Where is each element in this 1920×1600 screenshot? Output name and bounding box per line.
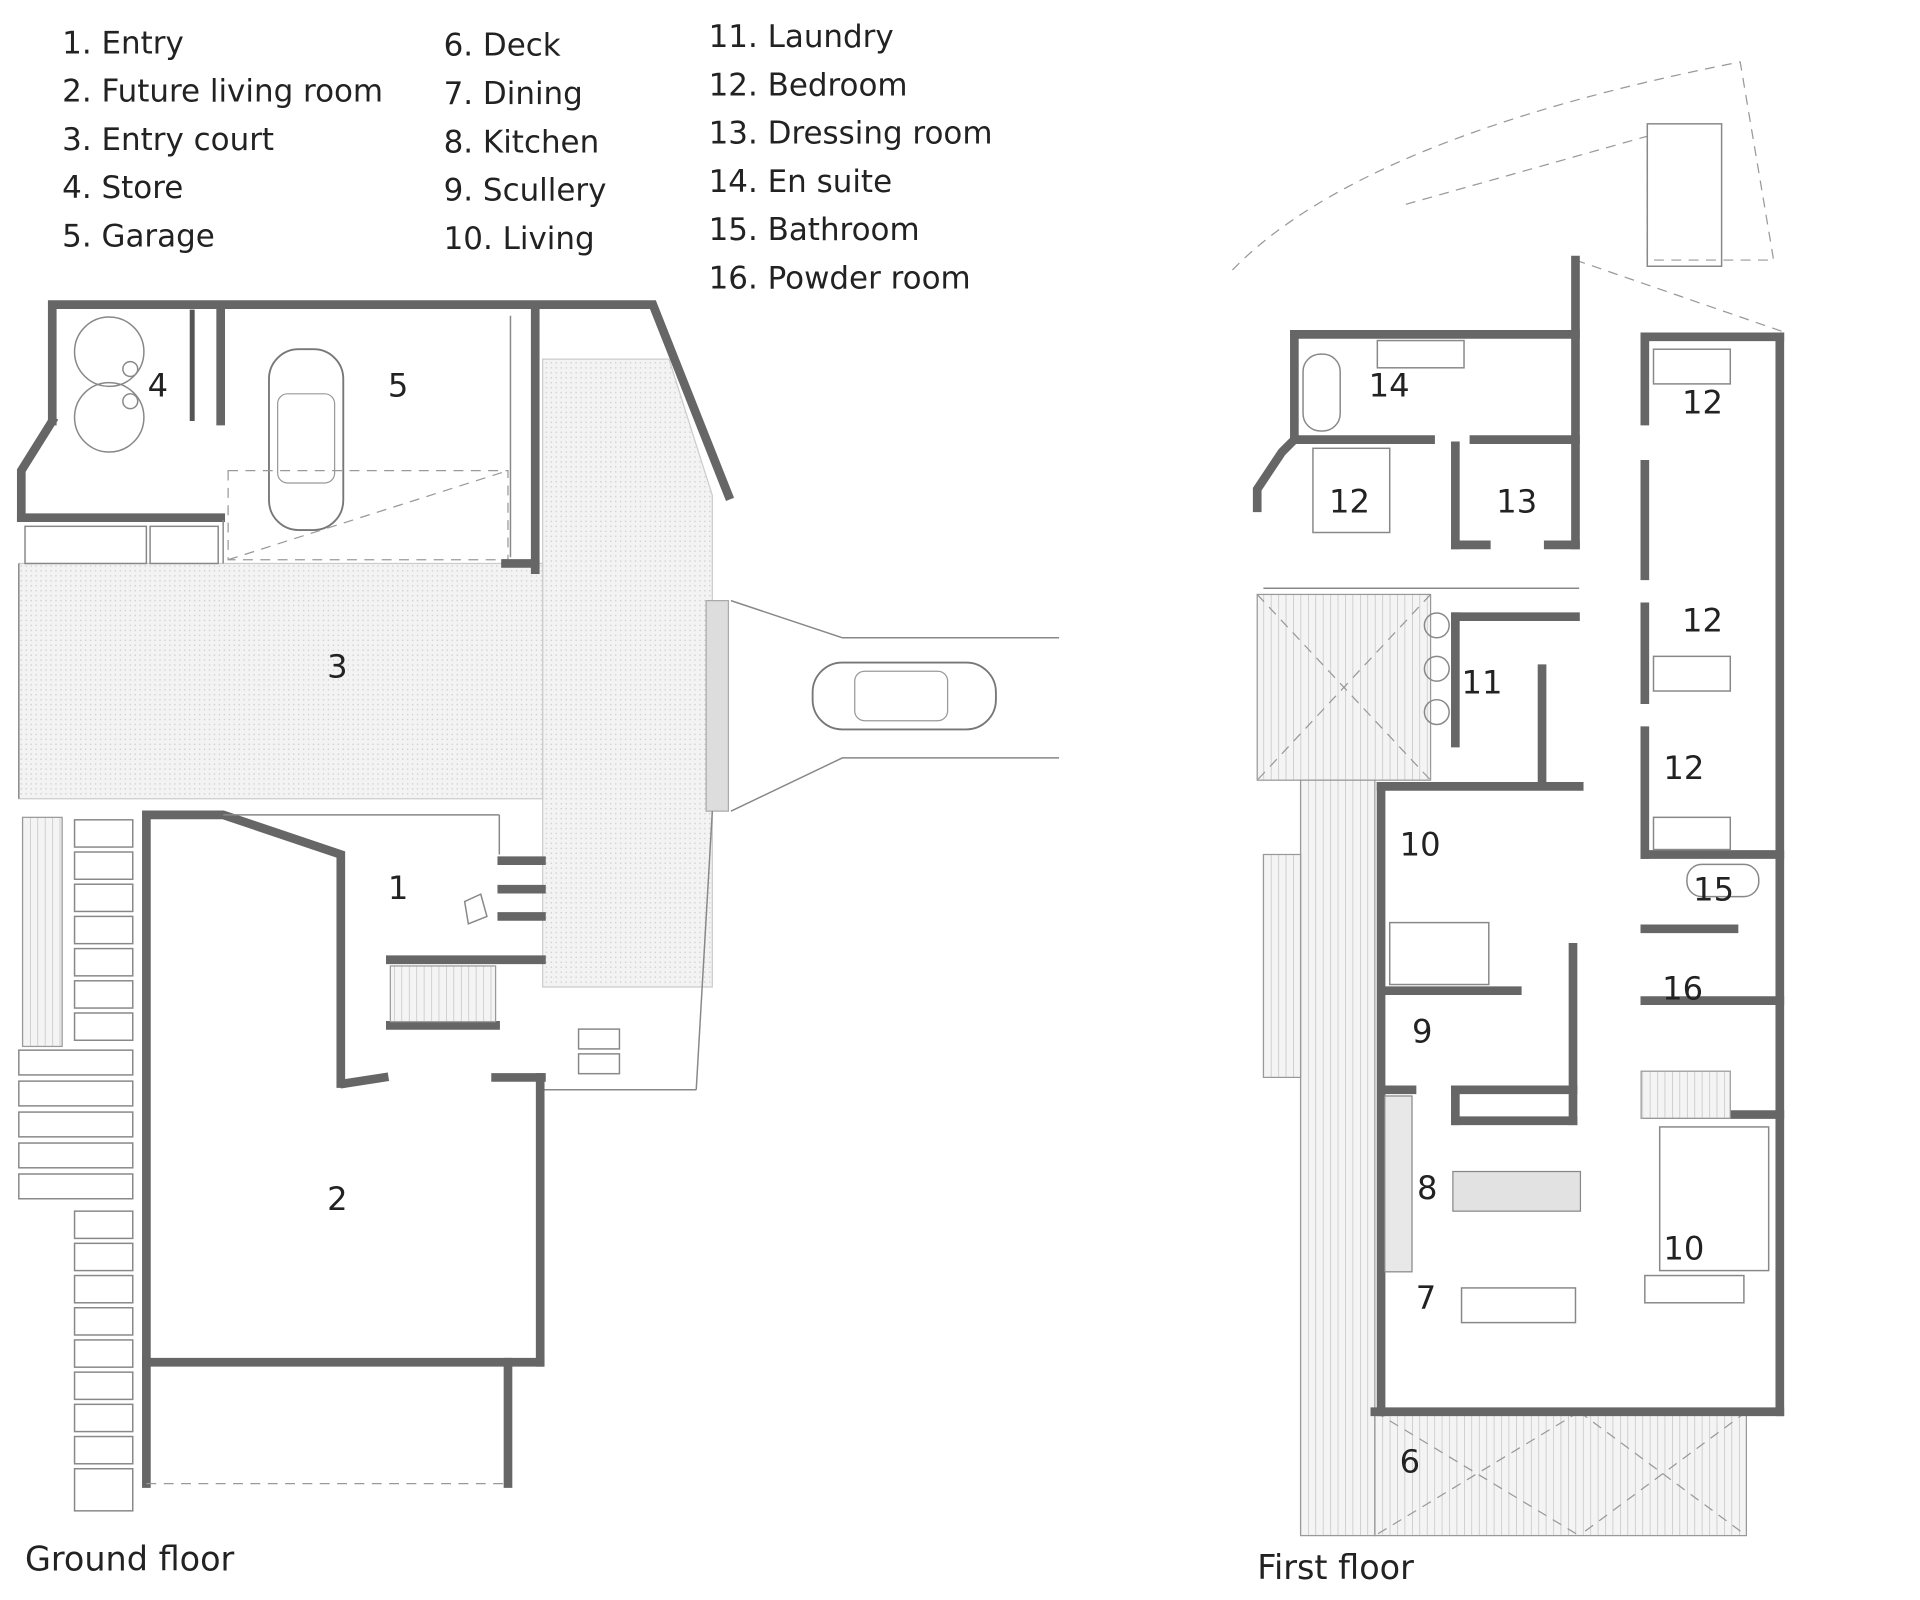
room-label-entry-court: 3 — [327, 647, 347, 685]
first-floor-caption: First floor — [1257, 1548, 1414, 1587]
fixtures — [1302, 339, 1770, 1324]
car-icon — [811, 661, 997, 731]
kitchen-bench — [1384, 1095, 1413, 1273]
room-label-dressing-room: 13 — [1496, 483, 1537, 521]
vanity — [1376, 339, 1465, 369]
room-label-living: 10 — [1400, 826, 1441, 864]
legend-item: 10. Living — [444, 221, 595, 257]
room-label-future-living: 2 — [327, 1180, 347, 1218]
bed-icon — [1312, 447, 1391, 534]
legend-item: 16. Powder room — [709, 261, 971, 297]
room-label-dining: 7 — [1416, 1279, 1436, 1317]
internal-stair — [1640, 1070, 1731, 1119]
room-label-bedroom: 12 — [1663, 749, 1704, 787]
bathtub-icon — [1302, 353, 1341, 432]
deck-boards — [1374, 1411, 1747, 1537]
legend-item: 11. Laundry — [709, 19, 894, 55]
legend-item: 8. Kitchen — [444, 124, 600, 160]
legend-item: 6. Deck — [444, 28, 561, 64]
bed-icon — [1652, 816, 1732, 851]
room-label-entry: 1 — [388, 869, 408, 907]
room-label-main-bedroom: 12 — [1329, 483, 1370, 521]
room-label-deck: 6 — [1400, 1442, 1420, 1480]
bathtub-icon — [1686, 863, 1760, 898]
water-tanks — [73, 316, 145, 453]
dining-table-icon — [1460, 1287, 1577, 1324]
legend-column-3: 11. Laundry 12. Bedroom 13. Dressing roo… — [709, 19, 993, 296]
legend-item: 3. Entry court — [62, 122, 274, 158]
bed-icon — [1652, 655, 1732, 692]
legend: 1. Entry 2. Future living room 3. Entry … — [62, 19, 992, 296]
legend-column-2: 6. Deck 7. Dining 8. Kitchen 9. Scullery… — [444, 28, 607, 257]
driveway — [542, 358, 713, 988]
room-label-scullery: 9 — [1412, 1013, 1432, 1051]
ground-floor-room-labels: 1 2 3 4 5 — [148, 366, 409, 1218]
room-label-living: 10 — [1663, 1229, 1704, 1267]
room-label-en-suite: 14 — [1369, 366, 1410, 404]
coffee-table — [1644, 1274, 1745, 1304]
room-label-kitchen: 8 — [1417, 1169, 1437, 1207]
street — [542, 599, 1060, 1091]
legend-item: 1. Entry — [62, 25, 184, 61]
sofa-icon — [1658, 1126, 1770, 1272]
storage-cupboard — [24, 525, 148, 565]
legend-item: 14. En suite — [709, 164, 893, 200]
room-label-store: 4 — [148, 366, 168, 404]
room-label-garage: 5 — [388, 366, 408, 404]
room-label-powder-room: 16 — [1662, 969, 1703, 1007]
legend-item: 15. Bathroom — [709, 212, 920, 248]
sofa-icon — [1388, 921, 1490, 986]
bed-icon — [1652, 348, 1732, 385]
legend-item: 5. Garage — [62, 218, 215, 254]
first-floor-plan: 14 12 13 12 12 12 11 10 15 16 9 8 7 10 6… — [1232, 61, 1785, 1587]
gate — [705, 600, 730, 812]
legend-item: 13. Dressing room — [709, 116, 993, 152]
entry-stair — [389, 965, 497, 1023]
car-icon — [268, 348, 345, 531]
legend-item: 2. Future living room — [62, 74, 383, 110]
room-label-bedroom: 12 — [1682, 602, 1723, 640]
entry-court-paving — [18, 562, 544, 800]
ground-floor-walls — [16, 300, 735, 1488]
side-stair — [1262, 853, 1302, 1079]
room-label-bedroom: 12 — [1682, 384, 1723, 422]
sculpture-icon — [463, 893, 488, 925]
ground-floor-caption: Ground floor — [25, 1539, 235, 1578]
room-label-laundry: 11 — [1462, 663, 1503, 701]
legend-item: 7. Dining — [444, 76, 583, 112]
ground-floor-plan: 1 2 3 4 5 Ground floor — [16, 300, 1060, 1578]
site-boundary — [1232, 61, 1784, 333]
first-floor-walls — [1252, 255, 1785, 1417]
legend-item: 9. Scullery — [444, 173, 607, 209]
side-stair — [21, 816, 63, 1048]
legend-item: 12. Bedroom — [709, 67, 908, 103]
stepping-pavers — [18, 819, 621, 1512]
kitchen-island — [1452, 1170, 1582, 1212]
room-label-bathroom: 15 — [1693, 870, 1734, 908]
legend-column-1: 1. Entry 2. Future living room 3. Entry … — [62, 25, 383, 254]
first-floor-room-labels: 14 12 13 12 12 12 11 10 15 16 9 8 7 10 6 — [1329, 366, 1734, 1480]
garage-door-swing — [227, 469, 509, 561]
deck-bracing — [1374, 1411, 1747, 1537]
storage-cupboard — [149, 525, 219, 565]
legend-item: 4. Store — [62, 170, 183, 206]
side-walkway — [1299, 779, 1376, 1537]
